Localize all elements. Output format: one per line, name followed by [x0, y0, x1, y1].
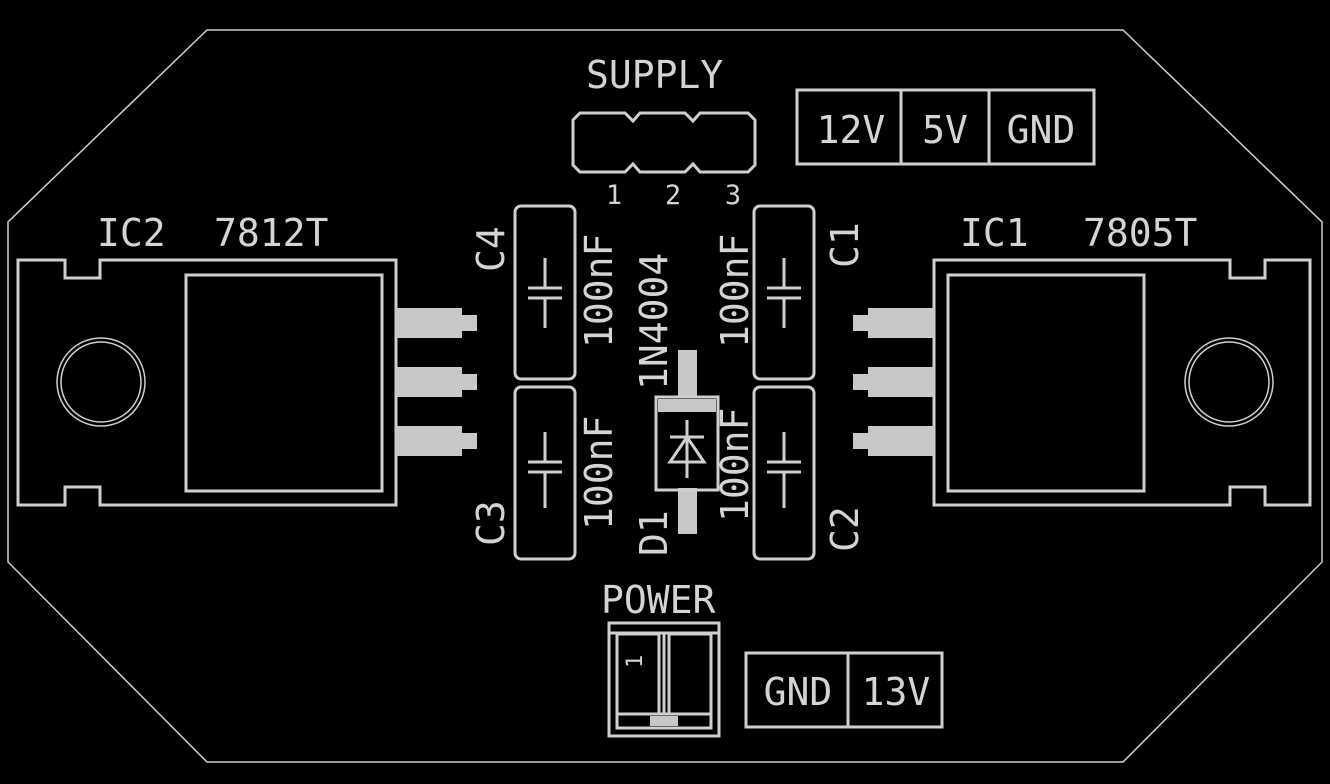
d1-label: D1: [632, 510, 676, 556]
supply-header-outline: [571, 111, 757, 174]
c4-outline: [513, 204, 577, 381]
power-block-13v: 13V: [862, 670, 931, 714]
power-pin-1-label: 1: [623, 655, 648, 668]
ic1-regulator: IC1 7805T: [853, 211, 1312, 507]
c2-value: 100nF: [713, 408, 757, 522]
c2-label: C2: [823, 506, 867, 552]
power-connector: POWER 1: [601, 578, 721, 738]
ic1-mount-hole: [1184, 337, 1274, 427]
ic1-pin-3: [868, 426, 934, 456]
supply-label: SUPPLY: [586, 53, 723, 97]
d1-lead-top: [678, 350, 697, 398]
ic2-part-label: 7812T: [214, 211, 328, 255]
d1-body: [654, 395, 720, 492]
power-header-outline: [607, 621, 721, 738]
ic1-part-label: 7805T: [1083, 211, 1197, 255]
c4-value: 100nF: [577, 234, 621, 348]
capacitor-c2: C2 100nF: [713, 385, 867, 561]
ic1-pin-2: [868, 367, 934, 397]
capacitor-c4: C4 100nF: [469, 204, 621, 381]
supply-block-5v: 5V: [922, 108, 968, 152]
diode-d1: 1N4004 D1: [632, 253, 720, 556]
c3-outline: [513, 385, 577, 561]
supply-pin-1-label: 1: [606, 180, 622, 211]
power-pin-block: GND 13V: [744, 651, 944, 729]
ic1-heatsink-tab: [946, 273, 1146, 493]
board-outline: [7, 29, 1323, 763]
ic1-body: [932, 258, 1312, 507]
supply-block-12v: 12V: [817, 108, 886, 152]
c1-outline: [752, 204, 816, 381]
supply-pin-2-label: 2: [665, 180, 681, 211]
c1-label: C1: [823, 222, 867, 268]
power-label: POWER: [601, 578, 716, 622]
ic1-pin-1: [868, 308, 934, 338]
capacitor-c1: C1 100nF: [713, 204, 867, 381]
c2-outline: [752, 385, 816, 561]
ic2-label: IC2: [97, 211, 166, 255]
ic1-label: IC1: [960, 211, 1029, 255]
ic2-mount-hole: [56, 337, 146, 427]
power-block-outline: [744, 651, 944, 729]
c3-value: 100nF: [577, 416, 621, 530]
supply-pin-block: 12V 5V GND: [795, 88, 1096, 166]
d1-part-label: 1N4004: [632, 253, 676, 390]
supply-block-outline: [795, 88, 1096, 166]
ic2-pin-3: [396, 426, 462, 456]
c1-value: 100nF: [713, 234, 757, 348]
supply-block-gnd: GND: [1007, 108, 1076, 152]
ic2-heatsink-tab: [184, 273, 384, 493]
c3-label: C3: [469, 500, 513, 546]
ic2-regulator: IC2 7812T: [16, 211, 477, 507]
d1-lead-bottom: [678, 488, 697, 534]
ic2-pin-1: [396, 308, 462, 338]
power-block-gnd: GND: [764, 670, 833, 714]
capacitor-c3: C3 100nF: [469, 385, 621, 561]
c4-label: C4: [469, 226, 513, 272]
d1-cathode-band: [658, 399, 716, 412]
ic2-body: [16, 258, 398, 507]
ic2-pin-2: [396, 367, 462, 397]
supply-connector: SUPPLY 1 2 3: [571, 53, 757, 211]
supply-pin-3-label: 3: [725, 180, 741, 211]
